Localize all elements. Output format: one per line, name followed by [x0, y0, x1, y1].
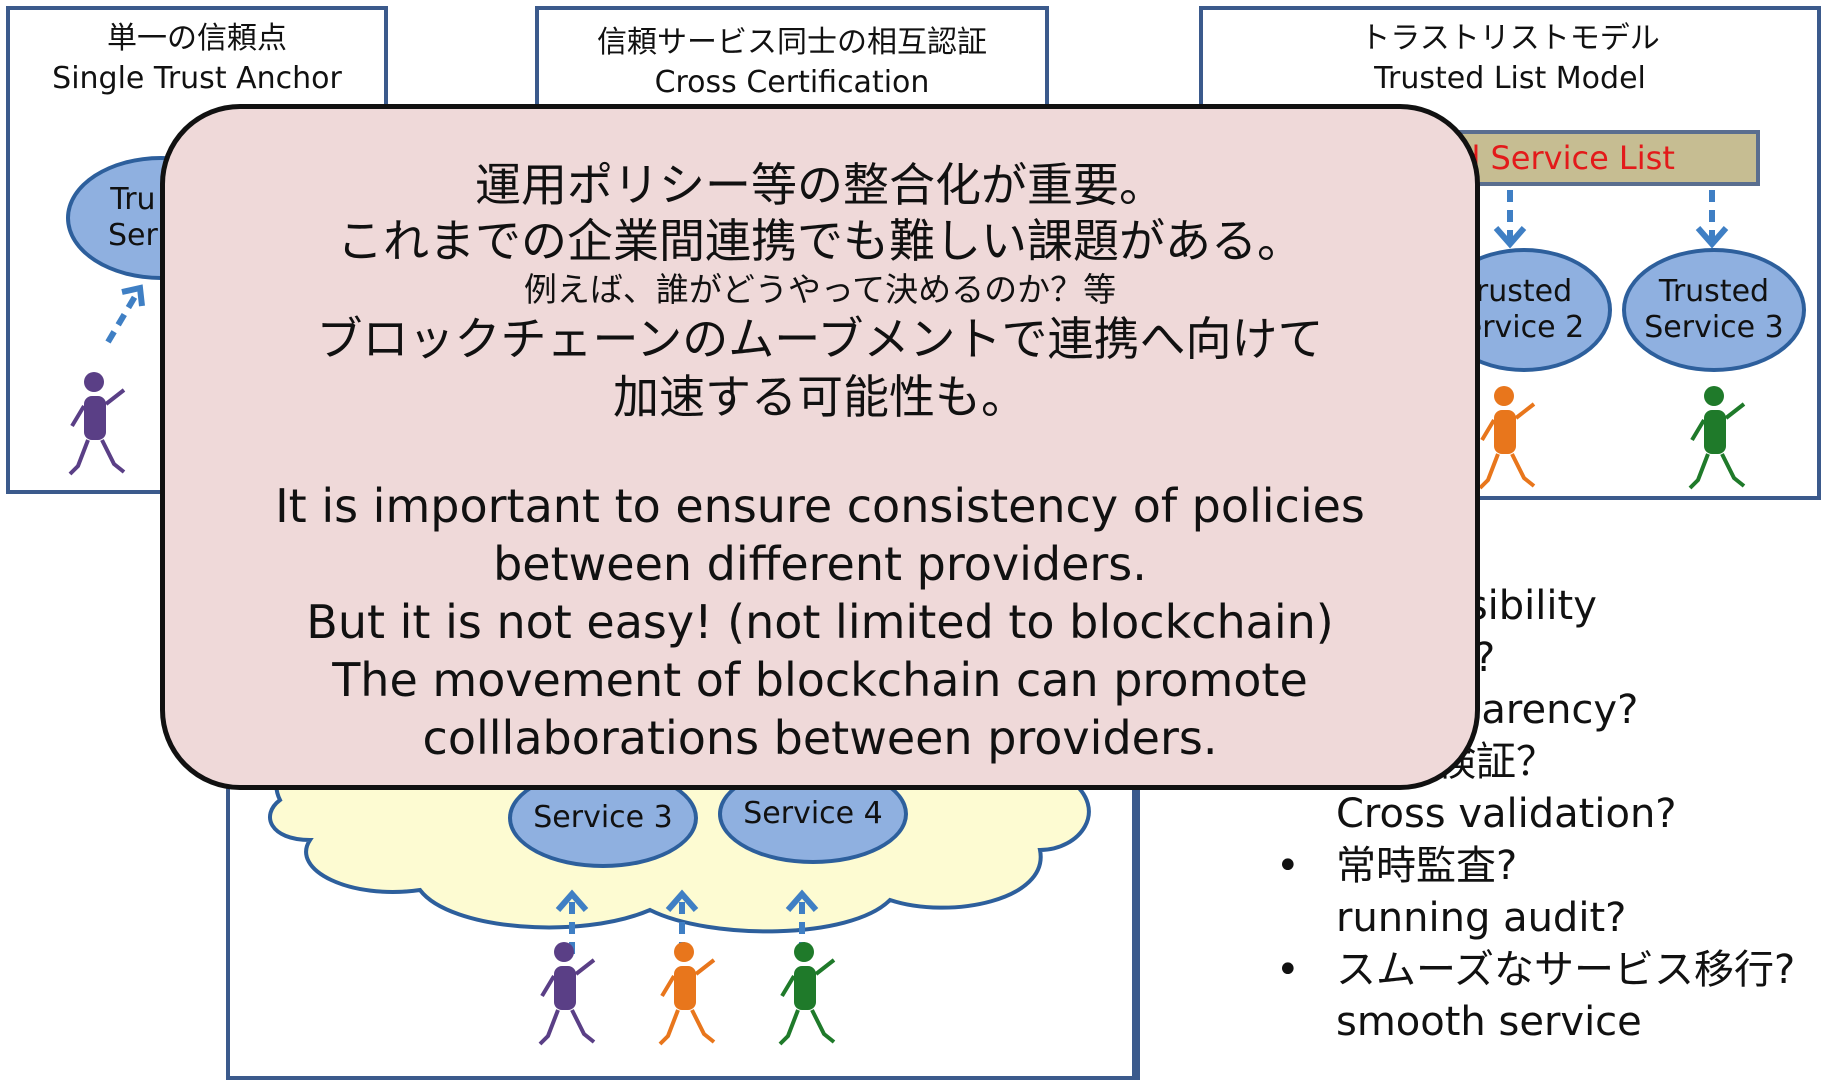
panel-cross-certification: 信頼サービス同士の相互認証 Cross Certification — [535, 6, 1049, 116]
callout-en-line2: between different providers. — [493, 537, 1147, 591]
ellipse-line2: Ser — [108, 218, 158, 253]
dashed-arrow-icon — [1695, 190, 1729, 249]
dashed-arrow-icon — [1493, 190, 1527, 249]
service-3-line2: Service 3 — [1644, 310, 1784, 345]
panel-title-jp: 単一の信頼点 — [107, 21, 287, 56]
bullet-row: parency? — [1336, 684, 1834, 736]
service-2-line1: rusted — [1475, 274, 1573, 309]
bullet-row: • スムーズなサービス移行? — [1276, 944, 1834, 996]
bullet-row: • 常時監査? — [1276, 840, 1834, 892]
panel-issues — [1136, 760, 1834, 1080]
person-orange-icon — [1478, 386, 1536, 490]
callout-en-line4: The movement of blockchain can promote — [332, 653, 1308, 707]
bullet-dot: • — [1276, 947, 1300, 993]
person-purple-icon — [538, 942, 596, 1046]
callout-box: 運用ポリシー等の整合化が重要。 これまでの企業間連携でも難しい課題がある。 例え… — [160, 104, 1480, 790]
person-purple-icon — [68, 372, 126, 476]
person-orange-icon — [658, 942, 716, 1046]
callout-jp-line4: ブロックチェーンのムーブメントで連携へ向けて — [316, 312, 1324, 366]
trusted-service-list-label: d Service List — [1460, 139, 1675, 177]
issues-bullet-list: ssibility ? parency? 検証？ Cross validatio… — [1276, 580, 1834, 1048]
callout-en-line3: But it is not easy! (not limited to bloc… — [306, 595, 1334, 649]
callout-jp-line5: 加速する可能性も。 — [613, 370, 1027, 424]
service-4-label: Service 4 — [743, 796, 883, 831]
panel-title-en: Single Trust Anchor — [52, 61, 342, 96]
bullet-row: running audit? — [1336, 892, 1834, 944]
bullet-text: smooth service — [1336, 999, 1642, 1045]
person-green-icon — [778, 942, 836, 1046]
bullet-text: parency? — [1456, 687, 1639, 733]
dashed-arrow-icon — [555, 889, 589, 954]
bullet-row: smooth service — [1336, 996, 1834, 1048]
service-3-line1: Trusted — [1658, 274, 1770, 309]
callout-jp-line2: これまでの企業間連携でも難しい課題がある。 — [337, 214, 1303, 268]
bullet-text: Cross validation? — [1336, 791, 1677, 837]
service-3-label: Service 3 — [533, 800, 673, 835]
bullet-dot: • — [1276, 843, 1300, 889]
trusted-service-3-ellipse: Trusted Service 3 — [1622, 248, 1806, 372]
callout-jp-line1: 運用ポリシー等の整合化が重要。 — [475, 158, 1165, 212]
bullet-row: Cross validation? — [1336, 788, 1834, 840]
panel-title-en: Cross Certification — [654, 65, 930, 100]
callout-jp-line3: 例えば、誰がどうやって決めるのか？等 — [523, 270, 1117, 309]
ellipse-line1: Tru — [110, 182, 156, 217]
callout-en-line1: It is important to ensure consistency of… — [275, 479, 1365, 533]
person-green-icon — [1688, 386, 1746, 490]
panel-title-en: Trusted List Model — [1374, 61, 1646, 96]
bullet-text: 常時監査? — [1336, 843, 1518, 889]
bullet-text: running audit? — [1336, 895, 1627, 941]
bullet-text: スムーズなサービス移行? — [1336, 947, 1796, 993]
callout-en-line5: colllaborations between providers. — [422, 711, 1218, 765]
dashed-arrow-icon — [105, 284, 145, 344]
service-2-line2: ervice 2 — [1463, 310, 1585, 345]
panel-title-jp: 信頼サービス同士の相互認証 — [597, 25, 987, 60]
panel-title-jp: トラストリストモデル — [1360, 21, 1660, 56]
